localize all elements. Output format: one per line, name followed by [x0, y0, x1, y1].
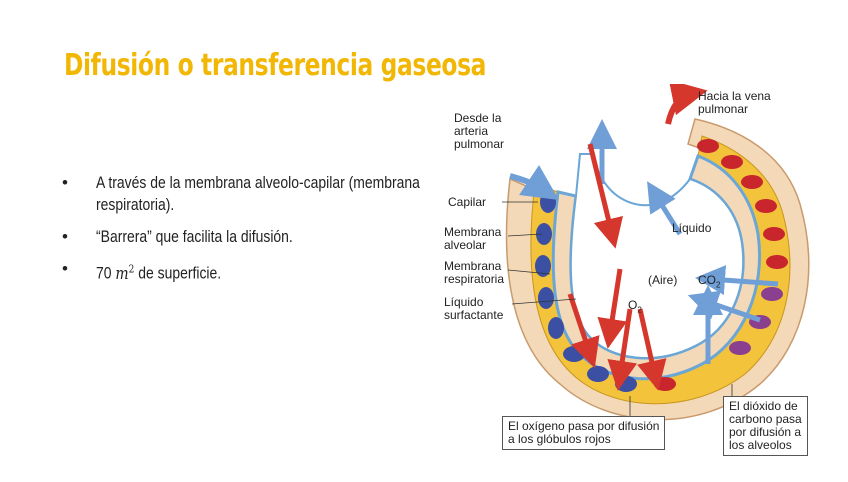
bullet-item: A través de la membrana alveolo-capilar …: [62, 172, 432, 216]
bullet-text: A través de la membrana alveolo-capilar …: [96, 172, 457, 216]
bullet-item: 70 m2 de superficie.: [62, 258, 432, 285]
surface-unit-base: m: [115, 264, 128, 284]
label-membrana-respiratoria: Membrana respiratoria: [444, 260, 504, 286]
label-capilar: Capilar: [448, 196, 486, 209]
label-aire: (Aire): [648, 274, 677, 287]
co2-subscript: 2: [716, 280, 720, 289]
co2-base: CO: [698, 273, 716, 287]
bullet-text: 70 m2 de superficie.: [96, 258, 457, 285]
label-liquido-surfactante: Líquido surfactante: [444, 296, 503, 322]
bullet-item: “Barrera” que facilita la difusión.: [62, 226, 432, 248]
label-o2: O2: [628, 299, 642, 316]
label-hacia-vena: Hacia la vena pulmonar: [698, 90, 771, 116]
label-liquido: Líquido: [672, 222, 711, 235]
o2-subscript: 2: [637, 305, 641, 314]
surface-unit: m2: [115, 264, 134, 284]
alveolus-diagram: Hacia la vena pulmonar Desde la arteria …: [440, 84, 848, 477]
surface-number: 70: [96, 264, 115, 283]
oxygen-diffusion-note: El oxígeno pasa por difusión a los glóbu…: [502, 416, 665, 450]
bullet-list: A través de la membrana alveolo-capilar …: [62, 172, 432, 295]
label-co2: CO2: [698, 274, 720, 291]
slide-title: Difusión o transferencia gaseosa: [64, 48, 486, 83]
o2-base: O: [628, 298, 637, 312]
label-membrana-alveolar: Membrana alveolar: [444, 226, 501, 252]
label-desde-arteria: Desde la arteria pulmonar: [454, 112, 504, 151]
venous-outflow-arrow: [668, 94, 690, 124]
co2-diffusion-note: El dióxido de carbono pasa por difusión …: [723, 396, 808, 456]
surface-text: de superficie.: [134, 264, 221, 283]
bullet-text: “Barrera” que facilita la difusión.: [96, 226, 457, 248]
